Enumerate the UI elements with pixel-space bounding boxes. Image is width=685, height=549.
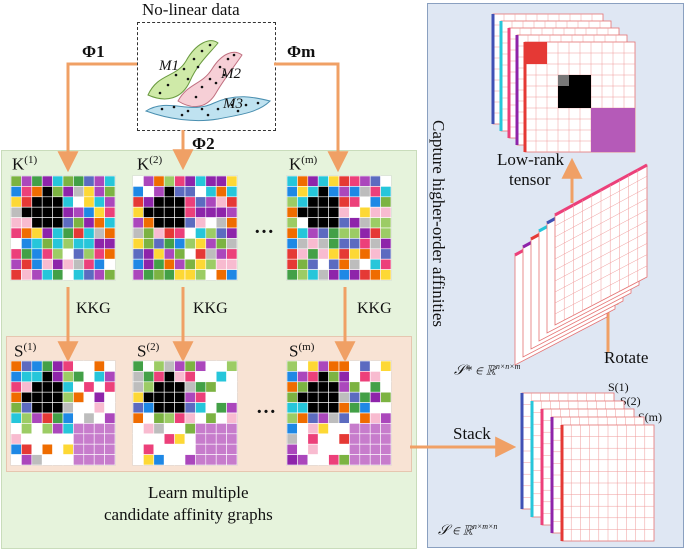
learn-caption-line1: Learn multiple [148,483,249,502]
low-rank-line1: Low-rank [497,150,565,169]
stack-label: Stack [453,424,491,443]
data-title: No-linear data [142,0,240,19]
manifold-label-3: M3 [223,96,243,112]
graph-matrix-1 [10,360,116,466]
lowrank-block-magenta [591,108,635,152]
kernel-ellipsis: … [254,216,274,238]
kernel-matrix-m [286,175,392,281]
kkg-label-2: KKG [193,300,228,317]
graph-matrix-2 [132,360,238,466]
rotate-label: Rotate [604,348,649,367]
kernel-label-m: K(m) [289,154,318,174]
graph-ellipsis: … [256,396,276,418]
nonlinear-data-box [137,22,276,131]
phi-1-label: Φ1 [82,42,105,61]
kernel-matrix-2 [132,175,238,281]
graph-matrix-m [286,360,392,466]
learn-caption-line2: candidate affinity graphs [104,505,273,524]
kkg-label-m: KKG [357,300,392,317]
s-star-formula: 𝒮* ∈ ℝn×n×m [454,362,521,379]
low-rank-line2: tensor [509,170,551,189]
lowrank-block-red [525,42,547,64]
manifold-label-2: M2 [221,66,241,82]
kernel-matrix-1 [10,175,116,281]
arrow-1 [57,62,137,173]
kkg-label-1: KKG [76,300,111,317]
graph-label-m: S(m) [289,341,315,361]
rotated-tensor [514,163,648,366]
stack-layer-label-2: S(2) [620,394,641,408]
manifold-label-1: M1 [159,58,179,74]
stack-layer-label-1: S(1) [608,380,629,394]
stack-layer-5 [560,424,655,542]
kernel-label-1: K(1) [12,154,38,174]
lowrank-block-gray [558,75,569,86]
rotated-layer-6 [554,163,648,326]
kernel-label-2: K(2) [137,154,163,174]
phi-2-label: Φ2 [192,134,215,153]
phi-m-label: Φm [287,42,316,61]
graph-label-1: S(1) [14,341,37,361]
manifold-illustration [144,40,271,122]
arrow-3 [274,62,349,173]
lowrank-layer-5 [523,41,636,153]
graph-label-2: S(2) [137,341,160,361]
s-formula: 𝒮 ∈ ℝn×m×n [438,522,498,539]
